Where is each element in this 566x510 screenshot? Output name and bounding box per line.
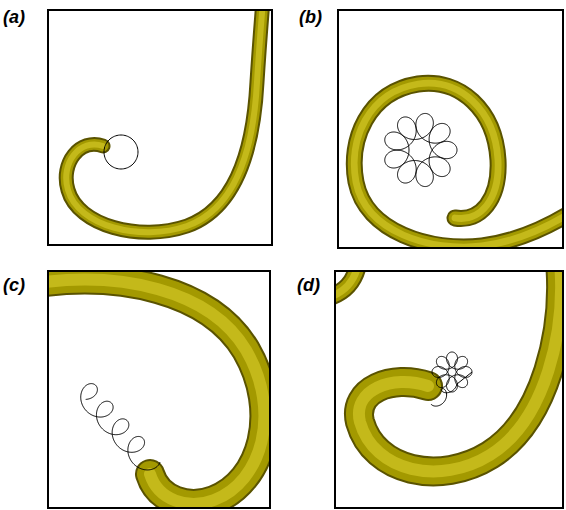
wave-band <box>48 280 264 504</box>
panel-label: (a) <box>2 8 26 26</box>
wave-band-stroke <box>48 280 264 504</box>
panel-frame <box>335 271 563 508</box>
wave-band-stroke <box>359 271 561 471</box>
wave-band <box>359 271 561 471</box>
wave-band-stroke <box>354 83 563 247</box>
panel-label: (b) <box>298 8 323 26</box>
wave-band <box>335 271 358 297</box>
panel-frame <box>338 10 563 248</box>
wave-band-stroke <box>354 83 563 247</box>
wave-band-stroke <box>335 271 358 297</box>
wave-band <box>66 10 263 232</box>
wave-band-stroke <box>359 271 561 471</box>
panel-frame <box>48 10 272 245</box>
wave-band-stroke <box>354 83 563 247</box>
panel-label: (c) <box>2 276 26 294</box>
wave-band-stroke <box>359 271 561 471</box>
tip-trajectory <box>104 135 138 169</box>
panel-frame <box>48 271 270 508</box>
panel-label: (d) <box>296 276 321 294</box>
wave-band-stroke <box>66 10 263 232</box>
wave-band-stroke <box>48 280 264 504</box>
wave-band-stroke <box>66 10 263 232</box>
wave-band-stroke <box>48 280 264 504</box>
tip-trajectory <box>385 113 457 186</box>
wave-band-stroke <box>66 10 263 232</box>
tip-trajectory <box>81 384 160 470</box>
wave-band-stroke <box>335 271 358 297</box>
wave-band <box>354 83 563 247</box>
tip-trajectory <box>431 352 472 406</box>
wave-band-stroke <box>335 271 358 297</box>
